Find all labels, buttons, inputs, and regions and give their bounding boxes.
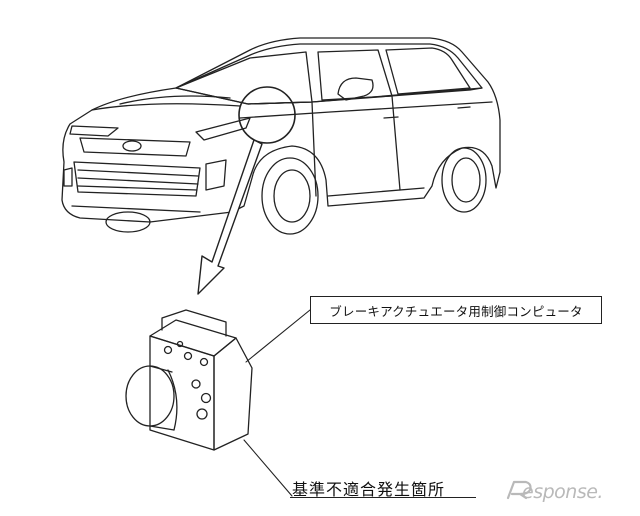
brake-actuator-illustration — [125, 309, 253, 451]
side-mirror — [337, 77, 374, 101]
response-watermark: esponse. — [522, 481, 603, 503]
car-body-outline — [61, 37, 501, 223]
hood-line — [91, 103, 241, 111]
location-leader-line — [243, 439, 293, 497]
hydraulic-port-icon — [199, 357, 209, 367]
front-lip — [71, 205, 201, 213]
shoulder-line — [239, 101, 493, 119]
hydraulic-port-icon — [196, 408, 208, 420]
emblem-icon — [122, 140, 142, 152]
pump-motor-flange — [167, 369, 178, 431]
pointer-arrow — [197, 139, 263, 295]
upper-grille — [79, 137, 191, 157]
hydraulic-port-icon — [163, 345, 173, 355]
rocker-line — [327, 187, 425, 197]
front-wheel-rim — [273, 169, 311, 223]
lower-grille — [73, 161, 201, 197]
component-callout-box: ブレーキアクチュエータ用制御コンピュータ — [310, 296, 602, 324]
hood-crease — [119, 95, 231, 105]
location-underline — [290, 497, 476, 498]
windshield — [175, 51, 313, 105]
actuator-ecu-housing — [213, 337, 253, 451]
front-wheel — [261, 157, 319, 235]
hydraulic-port-icon — [176, 340, 184, 348]
grille-slat — [77, 169, 199, 191]
headlight-right — [195, 117, 251, 141]
rear-wheel-rim — [451, 157, 481, 203]
actuator-body-top — [149, 319, 237, 357]
door-seam-front — [311, 101, 317, 197]
door-handle-front — [383, 116, 399, 119]
greenhouse — [175, 43, 483, 105]
hydraulic-port-icon — [191, 379, 201, 389]
front-left-tire — [105, 211, 151, 233]
fog-lamp-right — [205, 159, 227, 191]
component-label: ブレーキアクチュエータ用制御コンピュータ — [329, 303, 583, 319]
headlight-left — [69, 125, 119, 137]
rear-side-window — [385, 47, 471, 95]
rear-wheel — [441, 147, 487, 213]
door-seam-rear — [391, 95, 401, 191]
fog-lamp-left — [63, 167, 73, 187]
door-handle-rear — [457, 106, 471, 109]
response-logo-mark — [506, 480, 532, 500]
nonconformity-location-label: 基準不適合発生箇所 — [292, 480, 446, 499]
hydraulic-port-icon — [200, 392, 212, 404]
location-highlight-circle — [238, 86, 296, 144]
front-side-window — [317, 49, 393, 101]
callout-leader-line — [245, 309, 311, 363]
hydraulic-port-icon — [183, 351, 193, 361]
actuator-top-block — [161, 309, 227, 337]
suv-illustration — [61, 37, 501, 235]
